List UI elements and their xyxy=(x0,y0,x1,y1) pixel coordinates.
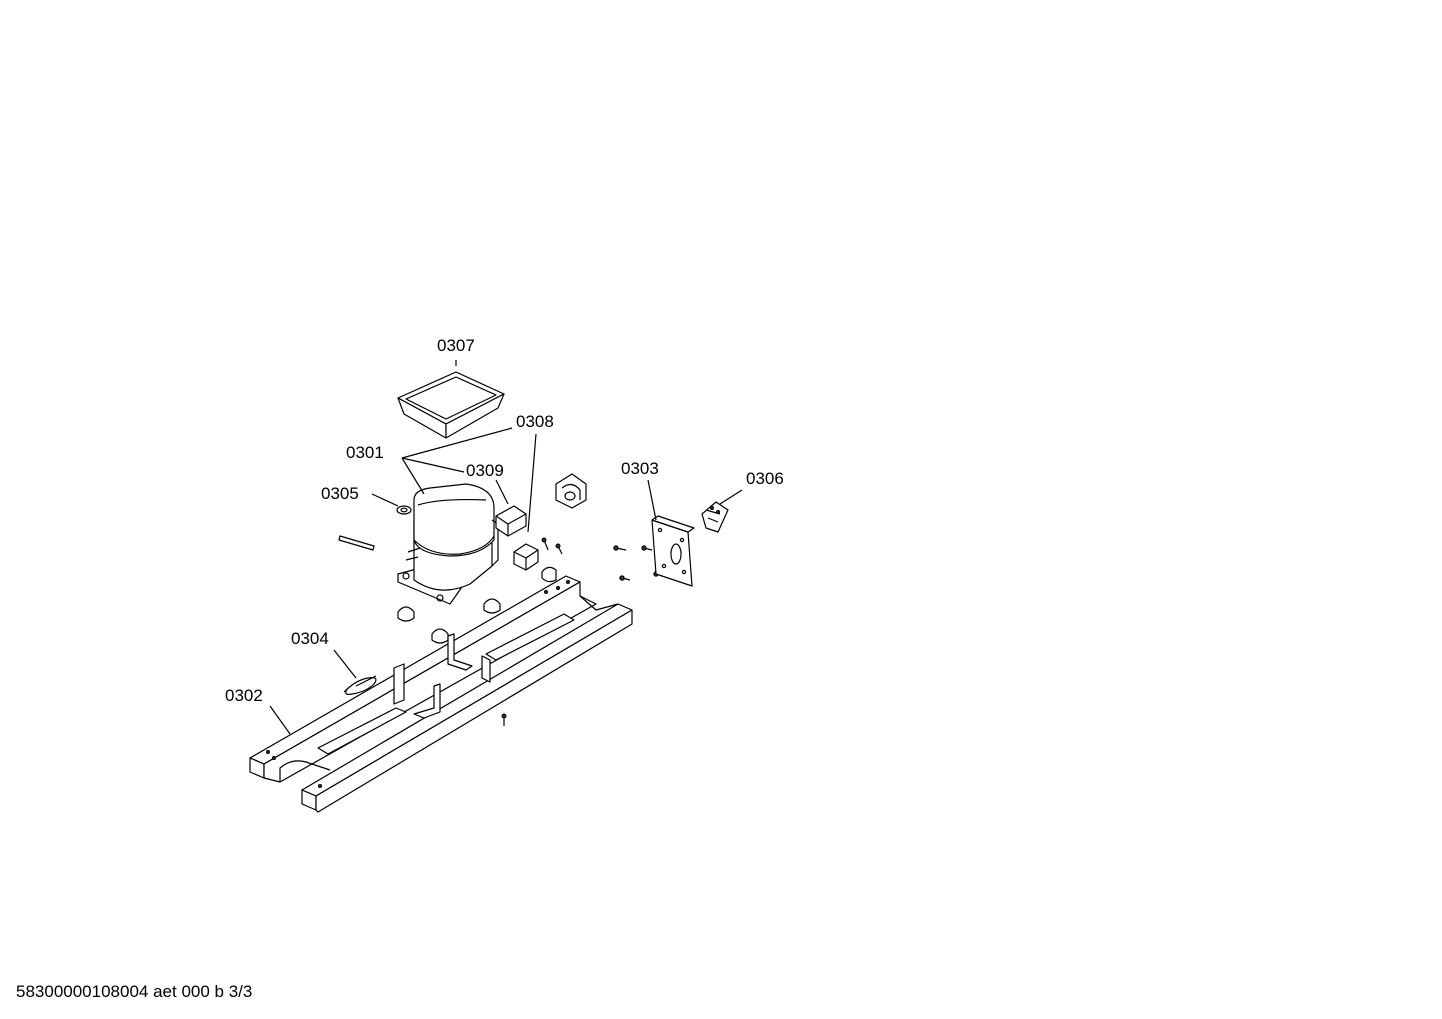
compressor-part xyxy=(397,483,499,605)
frame-brackets-part xyxy=(393,633,491,719)
callout-0302: 0302 xyxy=(225,686,263,705)
leader-lines xyxy=(269,360,743,735)
callout-0309: 0309 xyxy=(466,461,504,480)
callout-0305: 0305 xyxy=(321,484,359,503)
relay-bracket-part xyxy=(495,505,527,537)
wire-clip-part xyxy=(343,675,377,695)
washer-part xyxy=(396,505,412,515)
callout-0306: 0306 xyxy=(746,469,784,488)
callout-0308: 0308 xyxy=(516,412,554,431)
base-frame-part xyxy=(249,575,633,813)
mounting-plate-part xyxy=(651,515,695,587)
document-code: 58300000108004 aet 000 b 3/3 xyxy=(16,982,253,1001)
callout-0304: 0304 xyxy=(291,629,329,648)
relay-part xyxy=(513,543,539,571)
drip-tray-part xyxy=(397,371,505,439)
screws-part xyxy=(501,537,665,726)
pipe-clamp-part xyxy=(541,566,557,583)
callout-0303: 0303 xyxy=(621,459,659,478)
thermostat-part xyxy=(701,501,729,533)
protector-clip-part xyxy=(555,473,587,509)
rod-part xyxy=(338,535,375,551)
grommets-part xyxy=(397,598,501,644)
callout-0307: 0307 xyxy=(437,336,475,355)
callout-0301: 0301 xyxy=(346,443,384,462)
